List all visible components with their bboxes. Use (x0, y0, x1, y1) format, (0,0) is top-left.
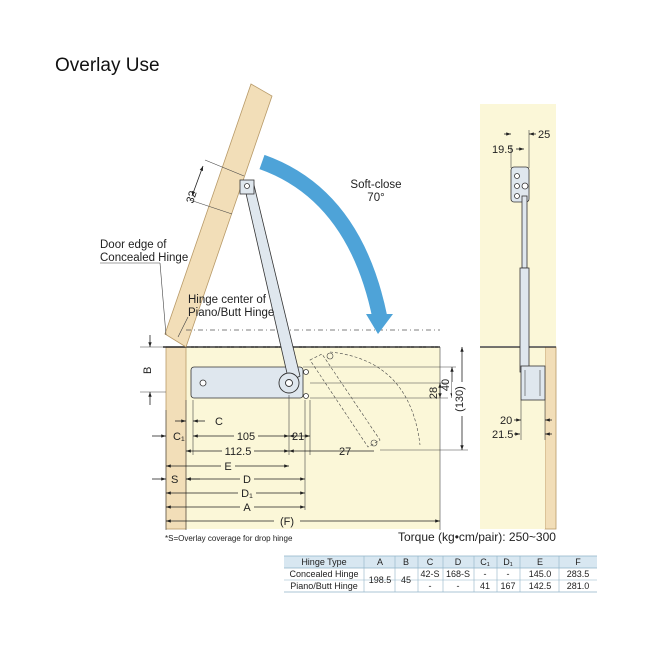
dim-28: 28 (428, 387, 440, 399)
front-panel (480, 104, 556, 346)
dim-e-bg (221, 459, 235, 472)
front-arm-body (519, 267, 530, 373)
dim-e: E (224, 461, 231, 473)
hinge-center-label-line1: Hinge center of (188, 294, 267, 306)
door-edge-label-line2: Concealed Hinge (100, 252, 188, 264)
page-title: Overlay Use (55, 55, 160, 76)
dim-d-bg (240, 472, 254, 485)
dim-c1: C₁ (173, 431, 185, 443)
dim-b: B (142, 367, 154, 374)
dim-27: 27 (339, 446, 351, 458)
table-header: C₁ (480, 557, 490, 567)
ext-32-b (189, 199, 233, 215)
table-cell: 145.0 (529, 569, 552, 579)
table-cell: - (484, 569, 487, 579)
torque-label: Torque (kg•cm/pair): 250~300 (398, 530, 556, 544)
spec-table: Hinge Type A B C D C₁ D₁ E F Concealed H… (284, 555, 597, 593)
table-header-bg (284, 556, 597, 568)
soft-close-arrow-body (259, 154, 388, 320)
dim-130: (130) (454, 386, 466, 412)
closed-pivot (326, 352, 334, 360)
front-screw-2 (514, 183, 520, 189)
table-cell: - (457, 581, 460, 591)
front-screw-1 (514, 173, 520, 179)
front-arm-rod (521, 195, 528, 269)
soft-close-label-line1: Soft-close (350, 179, 401, 191)
hinge-center-leader (177, 316, 189, 338)
dim-105-bg (234, 429, 258, 442)
front-view: 25 19.5 20 21.5 (480, 104, 557, 530)
dim-32: 32 (184, 190, 199, 205)
table-cell: 283.5 (567, 569, 590, 579)
dim-112-5-bg (222, 444, 254, 457)
dim-a-bg (240, 500, 254, 513)
dim-f-bg (274, 514, 300, 527)
door-edge-leader (159, 262, 167, 336)
table-header: D (455, 557, 462, 567)
table-cell: 167 (500, 581, 515, 591)
dim-d: D (243, 474, 251, 486)
dim-20: 20 (500, 415, 512, 427)
base-screw-top (303, 369, 309, 375)
table-header: B (403, 557, 409, 567)
table-cell: 168-S (446, 569, 470, 579)
table-header: Hinge Type (301, 557, 346, 567)
front-side-wall (544, 346, 557, 530)
side-view: Door edge of Concealed Hinge Hinge cente… (100, 83, 556, 544)
dim-21: 21 (292, 431, 304, 443)
dim-c: C (215, 416, 223, 428)
rotation-arc (329, 351, 421, 446)
dim-line-32 (191, 165, 204, 197)
door-pivot (244, 183, 250, 189)
table-cell: 281.0 (567, 581, 590, 591)
table-cell-hinge-type: Concealed Hinge (289, 569, 358, 579)
table-cell: - (507, 569, 510, 579)
soft-close-arrow-head (366, 314, 393, 334)
dim-130-bg (452, 382, 466, 416)
table-cell: - (429, 581, 432, 591)
dim-19-5: 19.5 (492, 144, 513, 156)
table-header: F (575, 557, 581, 567)
table-cell-hinge-type: Piano/Butt Hinge (290, 581, 358, 591)
dim-d1-bg (238, 486, 256, 499)
table-header: D₁ (503, 557, 513, 567)
table-cell: 142.5 (529, 581, 552, 591)
front-pivot (521, 182, 529, 190)
dim-105: 105 (237, 431, 255, 443)
dim-f: (F) (280, 516, 294, 528)
ext-32-a (204, 159, 245, 177)
dim-112-5: 112.5 (225, 446, 252, 458)
dim-25: 25 (538, 129, 550, 141)
soft-close-angle-label: 70° (367, 192, 384, 204)
table-header: E (537, 557, 543, 567)
table-cell: 42-S (420, 569, 439, 579)
dim-21-5: 21.5 (492, 429, 513, 441)
dim-40: 40 (440, 379, 452, 391)
table-cell-b-merged: 45 (401, 575, 411, 585)
table-header: C (427, 557, 434, 567)
closed-arm-outline (309, 353, 381, 448)
door-edge-label-line1: Door edge of (100, 239, 167, 251)
dim-s: S (171, 474, 178, 486)
hinge-center-label-line2: Piano/Butt Hinge (188, 307, 274, 319)
front-screw-3 (514, 193, 520, 199)
dim-d1: D₁ (241, 488, 253, 500)
table-header: A (377, 557, 383, 567)
hinge-base-plate (190, 366, 304, 399)
base-screw-left (199, 379, 207, 387)
main-pivot-center (285, 379, 293, 387)
dim-a: A (243, 502, 251, 514)
closed-end-pivot (370, 439, 378, 447)
table-cell: 41 (480, 581, 490, 591)
base-screw-bottom (303, 393, 309, 399)
footnote: *S=Overlay coverage for drop hinge (165, 534, 293, 543)
table-cell-a-merged: 198.5 (369, 575, 392, 585)
front-base-plate (520, 365, 546, 401)
